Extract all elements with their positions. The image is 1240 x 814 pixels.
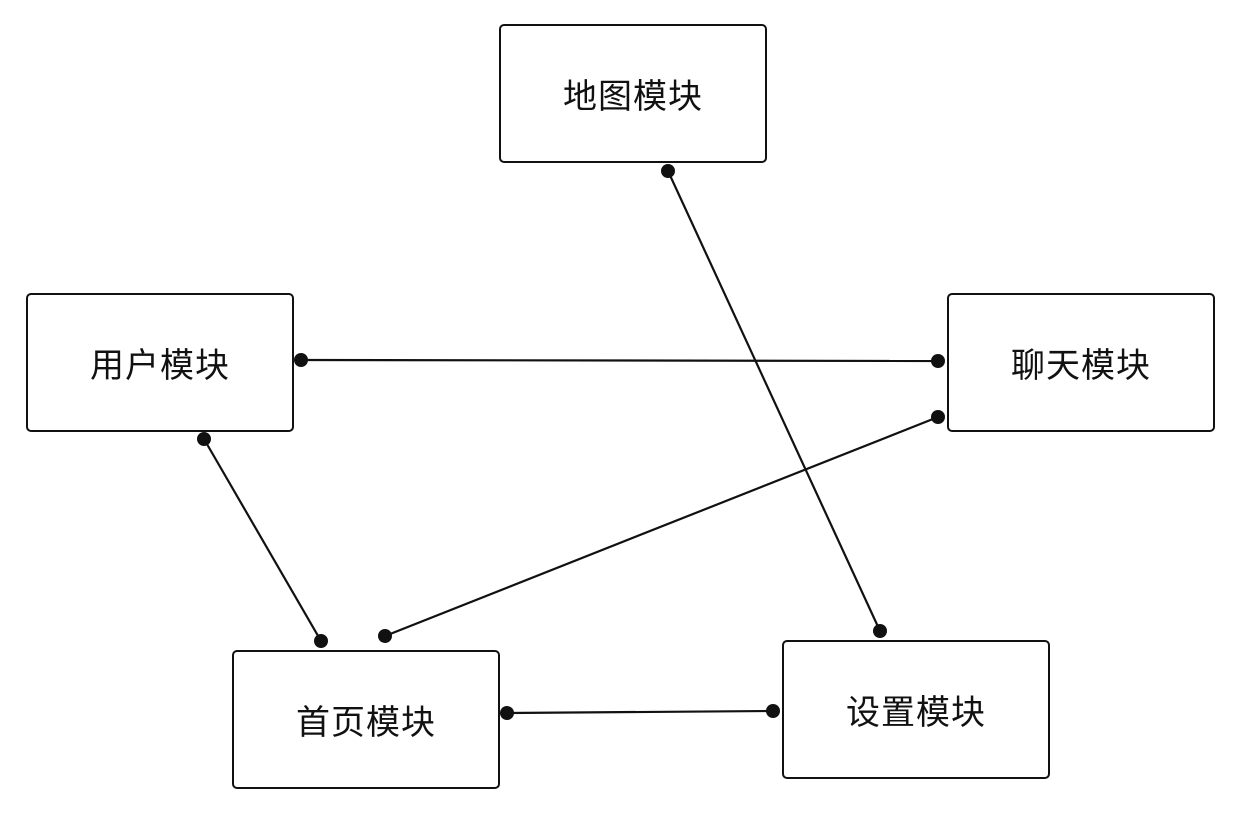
endpoint-dot: [873, 624, 887, 638]
endpoint-dot: [197, 432, 211, 446]
endpoint-dot: [931, 410, 945, 424]
endpoint-dot: [294, 353, 308, 367]
module-box-map[interactable]: 地图模块: [499, 24, 767, 163]
endpoint-dot: [314, 634, 328, 648]
module-label-settings: 设置模块: [846, 693, 986, 733]
connector-home-chat: [384, 415, 939, 638]
module-label-home: 首页模块: [296, 703, 436, 743]
endpoint-dot: [766, 704, 780, 718]
module-box-user[interactable]: 用户模块: [26, 293, 294, 432]
connector-user-chat: [300, 358, 939, 363]
connector-home-settings: [506, 709, 774, 715]
endpoint-dot: [661, 164, 675, 178]
connector-user-home: [203, 438, 322, 642]
endpoint-dot: [931, 354, 945, 368]
module-box-settings[interactable]: 设置模块: [782, 640, 1050, 779]
module-label-chat: 聊天模块: [1011, 346, 1151, 386]
module-box-chat[interactable]: 聊天模块: [947, 293, 1215, 432]
endpoint-dot: [378, 629, 392, 643]
module-label-user: 用户模块: [90, 346, 230, 386]
module-box-home[interactable]: 首页模块: [232, 650, 500, 789]
module-label-map: 地图模块: [563, 77, 703, 117]
endpoint-dot: [500, 706, 514, 720]
connector-map-settings: [667, 170, 881, 632]
